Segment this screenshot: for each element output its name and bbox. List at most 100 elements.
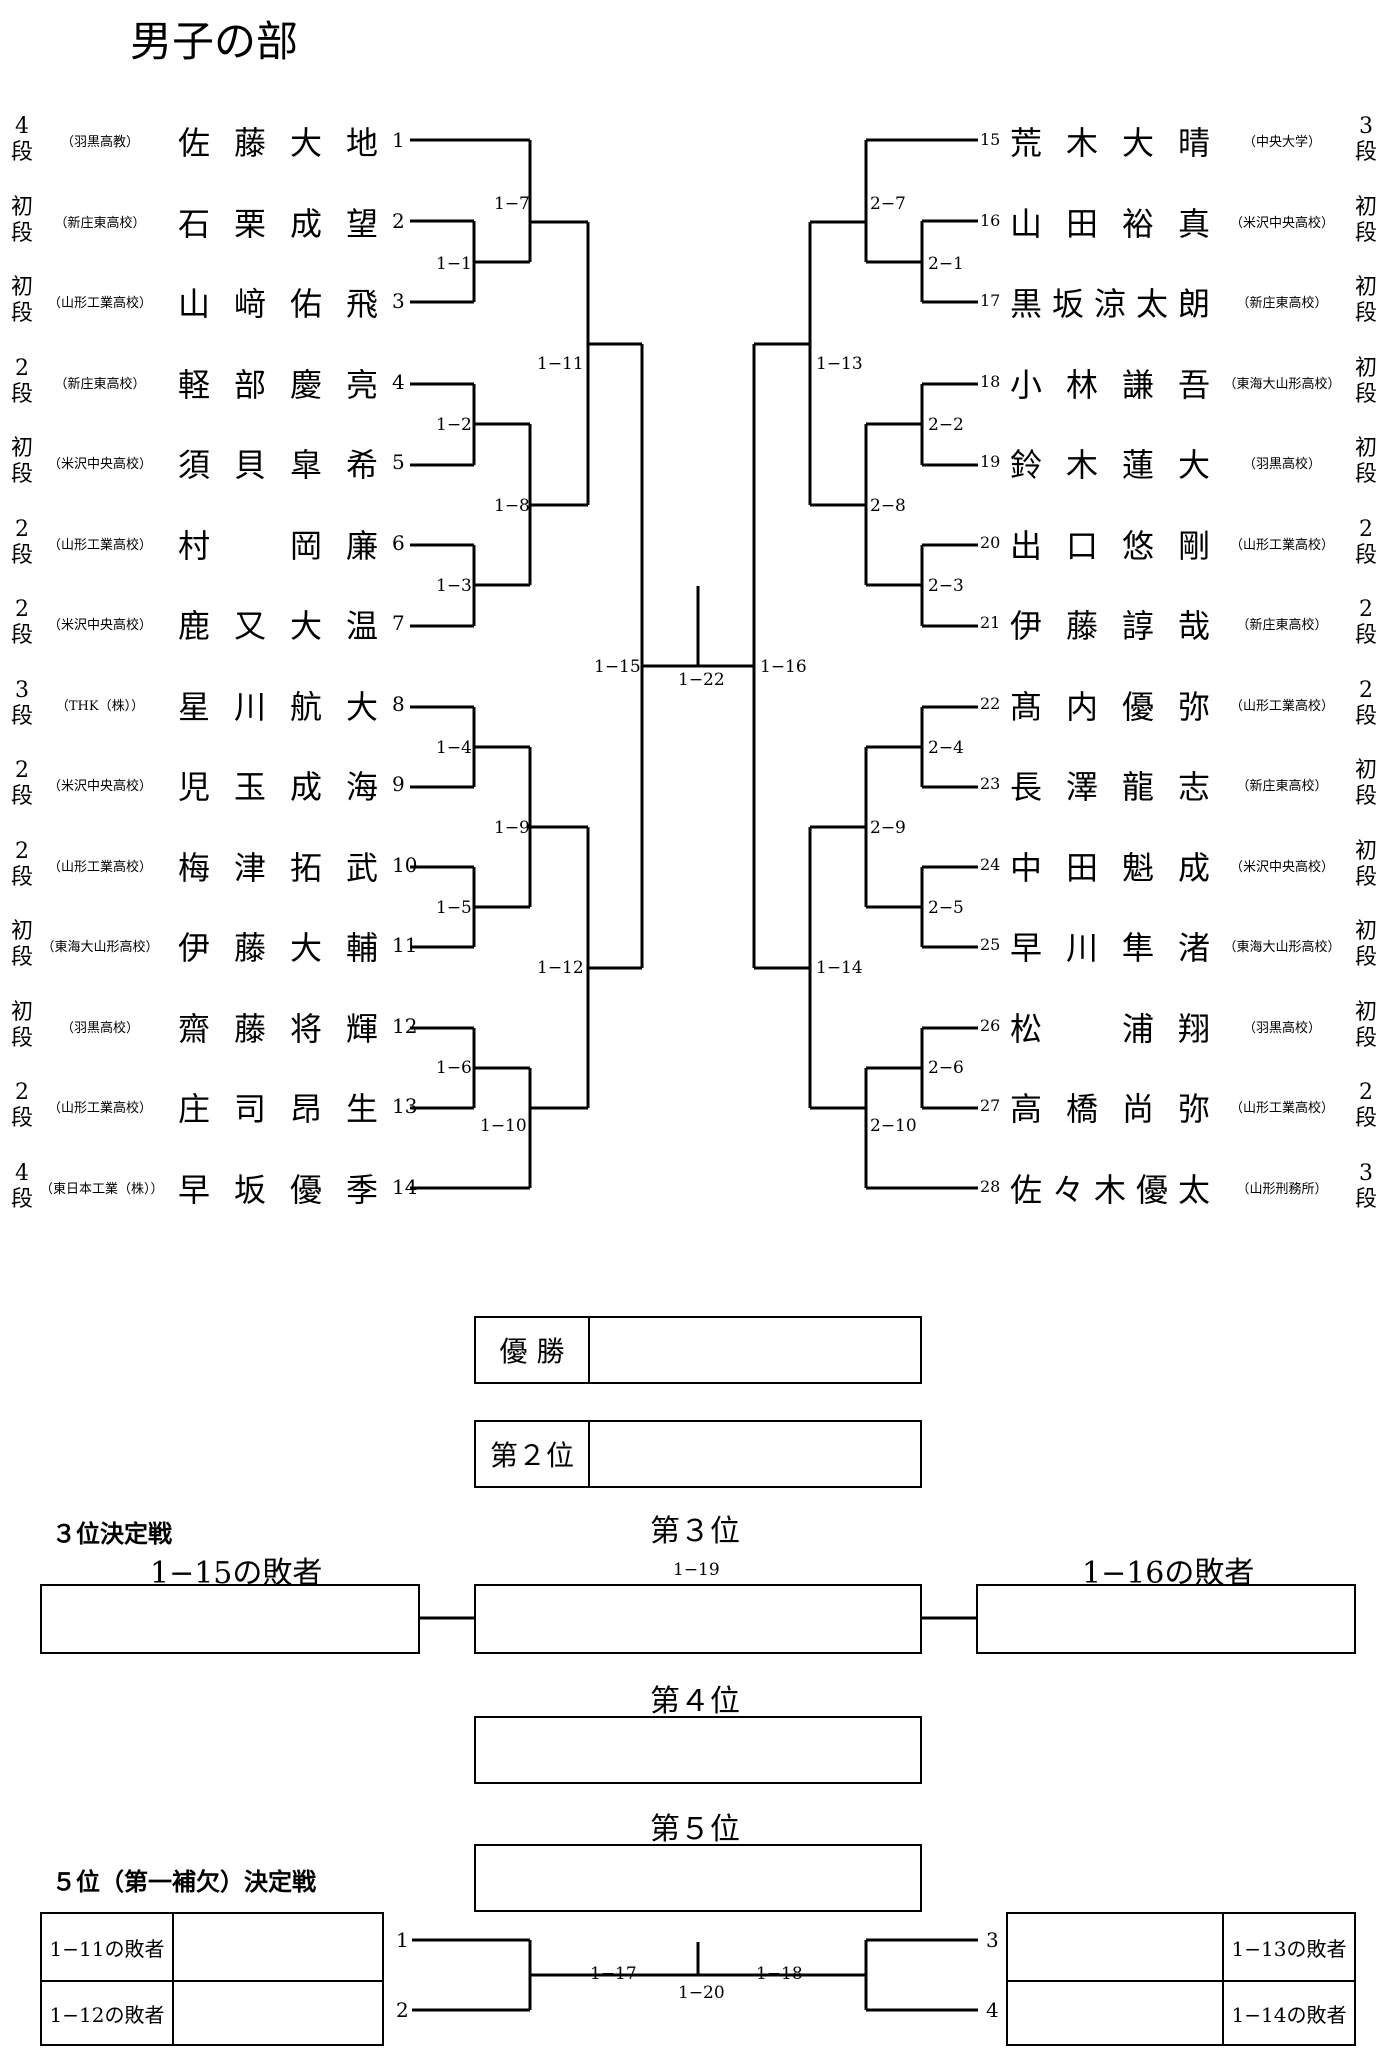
fourth-place-box[interactable] xyxy=(474,1716,922,1784)
school-name: （山形工業高校） xyxy=(47,537,152,553)
seed-number: 11 xyxy=(392,933,418,957)
seed-number: 6 xyxy=(392,530,405,555)
seed-number: 4 xyxy=(392,369,405,394)
match-label: 2−3 xyxy=(928,576,964,596)
match-label: 2−5 xyxy=(928,898,964,918)
match-label: 1−12 xyxy=(537,958,584,978)
second-place-label: 第２位 xyxy=(476,1422,590,1486)
dan-rank: 初段 xyxy=(1354,355,1377,407)
seed-number: 18 xyxy=(980,371,1001,391)
match-label: 2−2 xyxy=(928,415,964,435)
third-place-left-box[interactable] xyxy=(40,1584,420,1654)
school-name: （東海大山形高校） xyxy=(1223,376,1341,392)
fifth-place-box[interactable] xyxy=(474,1844,922,1912)
seed-number: 9 xyxy=(392,772,405,796)
player-name: 髙内優弥 xyxy=(1010,687,1210,726)
fifth-place-row-label: 1−11の敗者 xyxy=(42,1914,174,1980)
match-label: 1−2 xyxy=(436,415,472,435)
dan-rank: 初段 xyxy=(10,919,33,970)
third-place-match-label: 1−19 xyxy=(673,1560,720,1580)
dan-rank: 初段 xyxy=(1354,436,1377,487)
school-name: （山形工業高校） xyxy=(1229,698,1334,714)
fourth-place-label: 第４位 xyxy=(650,1684,740,1719)
player-name: 伊藤諄哉 xyxy=(1010,607,1210,645)
school-name: （中央大学） xyxy=(1242,135,1321,150)
school-name: （東日本工業（株）） xyxy=(40,1181,164,1197)
seed-number: 1 xyxy=(392,128,405,152)
dan-rank: 初段 xyxy=(1354,919,1377,970)
match-label: 2−6 xyxy=(928,1058,964,1078)
dan-rank: 初段 xyxy=(10,194,33,246)
player-name: 山田裕真 xyxy=(1010,204,1210,243)
fifth-place-row[interactable]: 1−13の敗者 xyxy=(1008,1914,1354,1982)
school-name: （羽黒高校） xyxy=(60,1020,139,1036)
school-name: （山形工業高校） xyxy=(47,1101,152,1116)
seed-number: 10 xyxy=(392,852,418,877)
school-name: （羽黒高校） xyxy=(1242,1020,1321,1036)
player-name: 伊藤大輔 xyxy=(178,929,378,967)
seed-number: 12 xyxy=(392,1013,418,1038)
seed-number: 27 xyxy=(980,1096,1001,1115)
match-label: 2−7 xyxy=(870,194,906,214)
match-label: 1−7 xyxy=(494,194,530,214)
player-name: 星川航大 xyxy=(178,687,378,726)
fifth-place-heading: ５位（第一補欠）決定戦 xyxy=(52,1868,316,1896)
third-place-rank-label: 第３位 xyxy=(650,1514,740,1549)
player-name: 児玉成海 xyxy=(178,768,378,806)
school-name: （米沢中央高校） xyxy=(1229,859,1334,875)
player-name: 松浦翔 xyxy=(1010,1009,1210,1048)
seed-number: 2 xyxy=(392,208,405,233)
player-name: 黒坂涼太朗 xyxy=(1010,285,1210,323)
match-label: 1−1 xyxy=(436,254,472,274)
player-name: 荒木大晴 xyxy=(1010,124,1210,162)
player-name: 庄司昂生 xyxy=(178,1090,378,1128)
school-name: （東海大山形高校） xyxy=(41,940,159,955)
school-name: （山形工業高校） xyxy=(47,296,152,311)
fifth-place-label: 第５位 xyxy=(650,1812,740,1847)
player-name: 鈴木蓮大 xyxy=(1010,446,1210,484)
school-name: （山形工業高校） xyxy=(47,859,152,875)
page-title: 男子の部 xyxy=(130,17,299,66)
school-name: （羽黒高教） xyxy=(60,135,139,150)
school-name: （新庄東高校） xyxy=(1236,779,1328,794)
champion-box[interactable]: 優 勝 xyxy=(474,1316,922,1384)
second-place-box[interactable]: 第２位 xyxy=(474,1420,922,1488)
dan-rank: 初段 xyxy=(10,275,33,326)
match-label: 1−13 xyxy=(816,354,863,374)
dan-rank: 初段 xyxy=(10,999,33,1051)
match-label: 1−17 xyxy=(590,1964,637,1984)
champion-label: 優 勝 xyxy=(476,1318,590,1382)
match-label: 2−1 xyxy=(928,254,964,274)
match-label: 1−4 xyxy=(436,738,472,758)
fifth-place-row[interactable]: 1−11の敗者 xyxy=(42,1914,382,1982)
fifth-place-row[interactable]: 1−12の敗者 xyxy=(42,1980,382,2046)
seed-number: 23 xyxy=(980,774,1001,793)
school-name: （羽黒高校） xyxy=(1242,457,1321,472)
seed-number: 20 xyxy=(980,532,1001,552)
school-name: （山形工業高校） xyxy=(1229,537,1334,553)
player-name: 早川隼渚 xyxy=(1010,929,1210,967)
third-place-center-box[interactable] xyxy=(474,1584,922,1654)
match-label: 2−4 xyxy=(928,738,964,758)
player-name: 長澤龍志 xyxy=(1010,768,1210,806)
fifth-seed: 4 xyxy=(986,1998,999,2022)
third-place-heading: ３位決定戦 xyxy=(52,1520,172,1548)
fifth-place-row[interactable]: 1−14の敗者 xyxy=(1008,1980,1354,2046)
player-name: 小林謙吾 xyxy=(1010,365,1210,404)
match-label: 1−11 xyxy=(537,354,584,374)
third-place-right-box[interactable] xyxy=(976,1584,1356,1654)
dan-rank: 初段 xyxy=(1354,758,1377,809)
match-label: 1−9 xyxy=(494,818,530,838)
seed-number: 19 xyxy=(980,452,1001,471)
match-label: 2−10 xyxy=(870,1116,917,1136)
match-label: 2−9 xyxy=(870,818,906,838)
